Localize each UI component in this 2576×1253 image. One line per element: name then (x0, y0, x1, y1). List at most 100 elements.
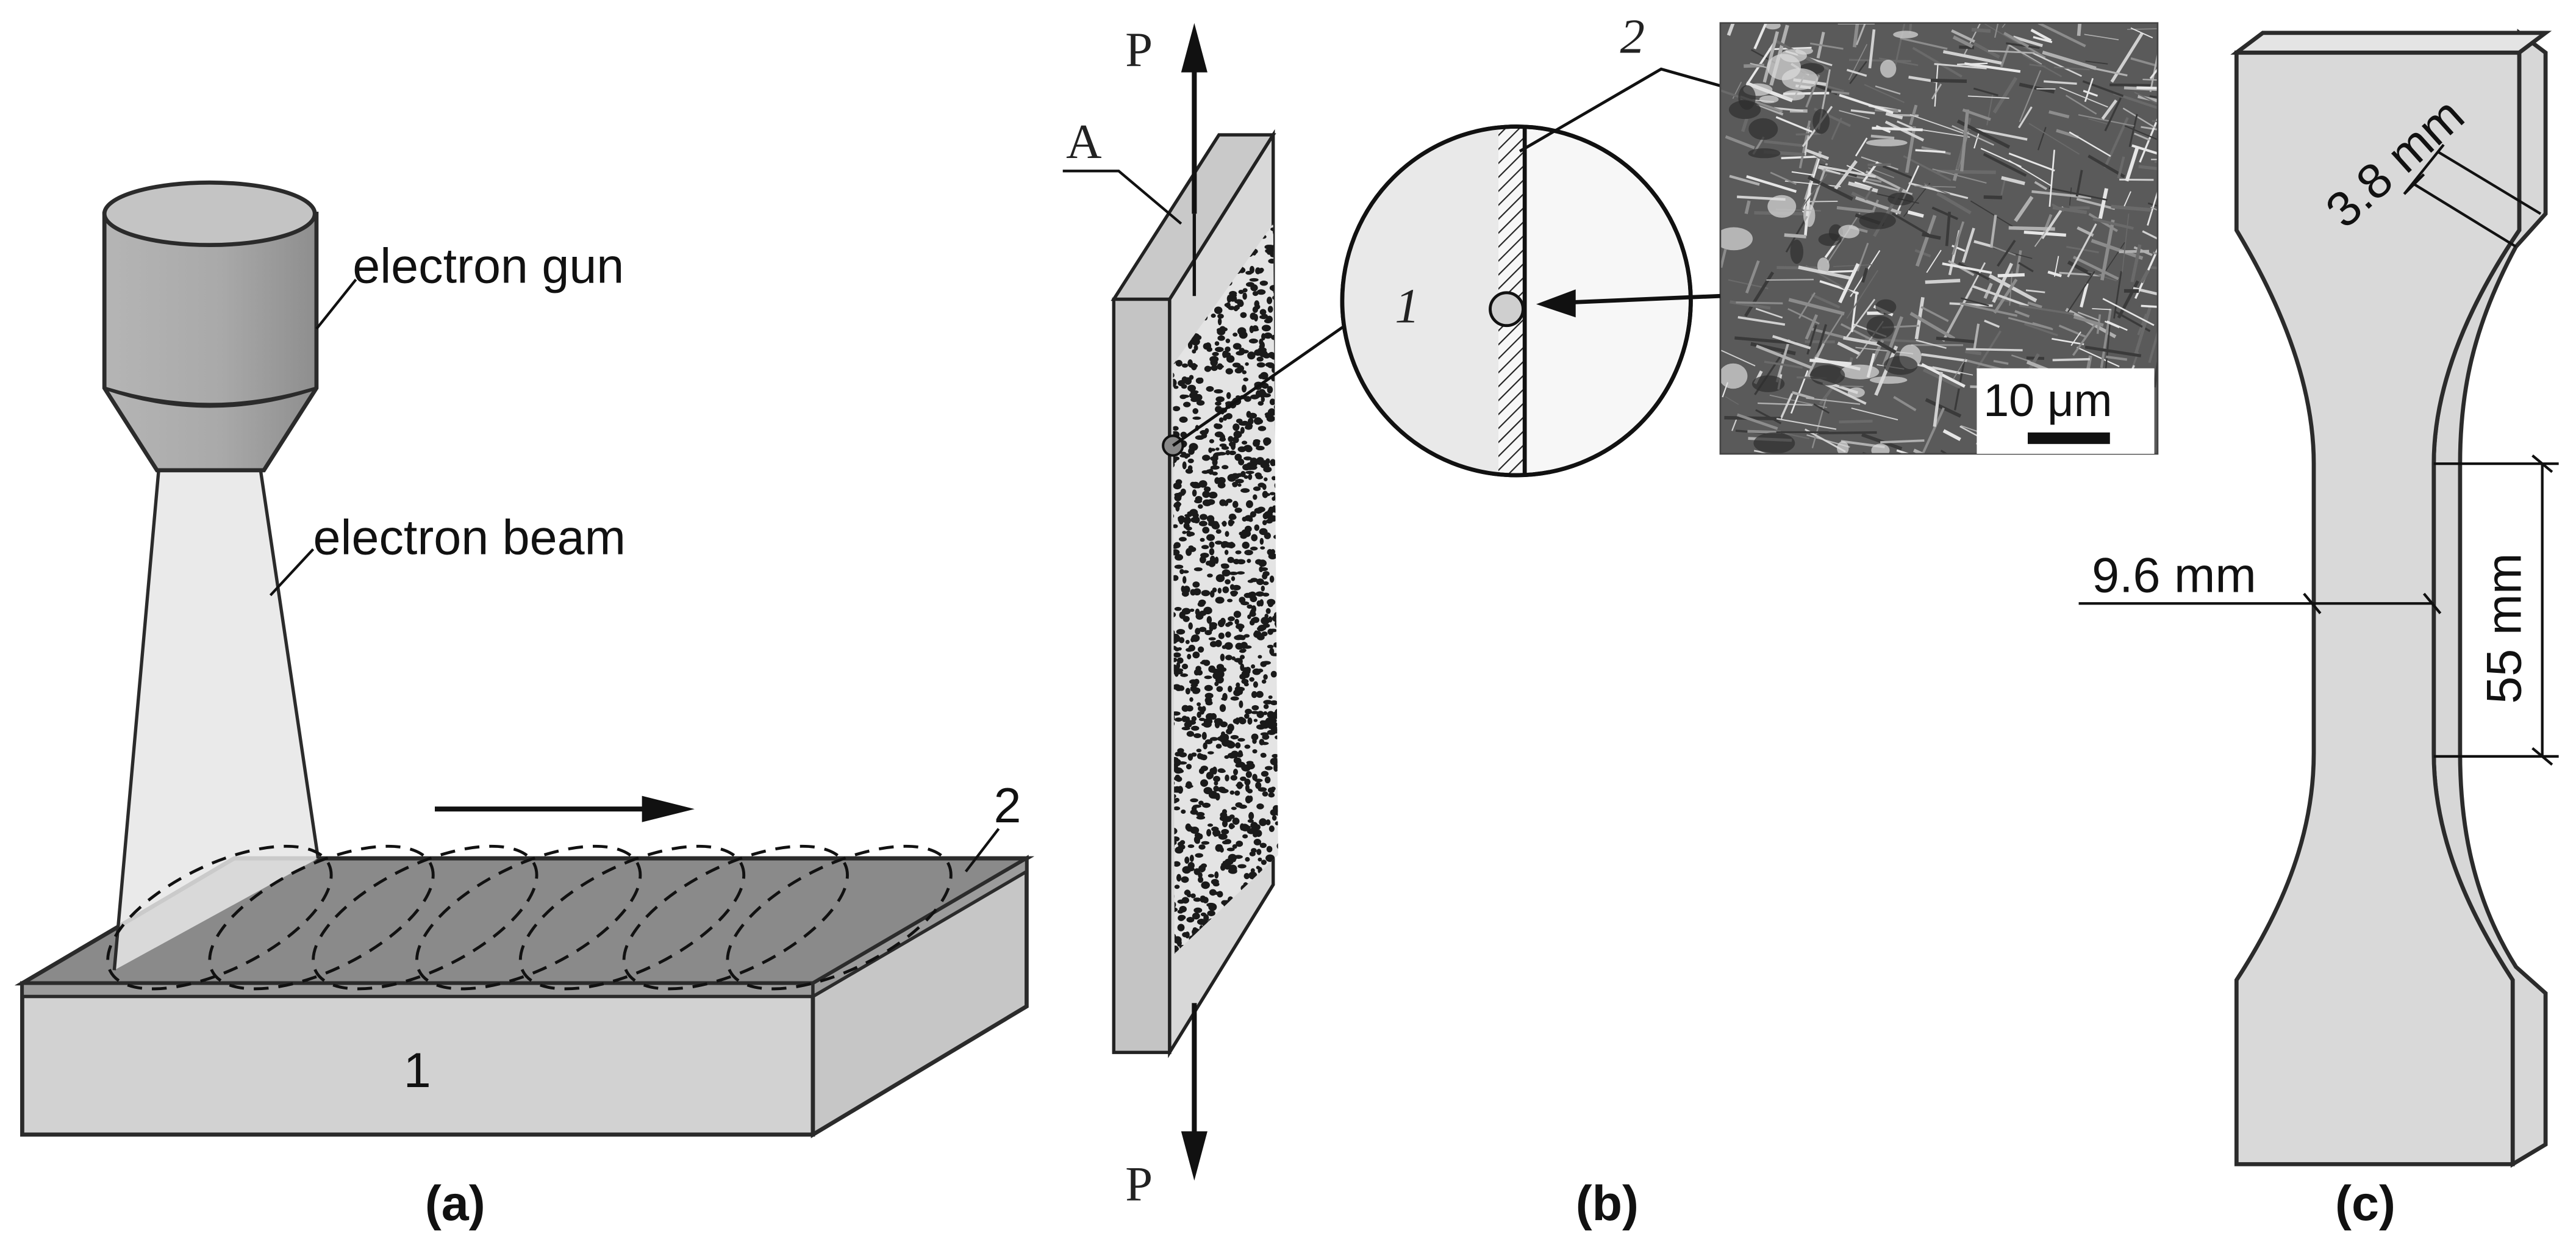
pore (1258, 857, 1262, 862)
pore (1187, 653, 1192, 659)
pore (1174, 606, 1182, 611)
pore (1212, 472, 1218, 476)
pore (1173, 379, 1177, 387)
pore (1254, 304, 1261, 310)
pore (1236, 752, 1243, 758)
sem-streak (1940, 450, 1948, 454)
pore (1180, 488, 1186, 495)
pore (1265, 819, 1271, 825)
pore (1265, 458, 1270, 464)
pore (1259, 280, 1268, 286)
pore (1195, 853, 1203, 858)
pore (1264, 766, 1273, 770)
pore (1214, 306, 1223, 314)
pore (1263, 704, 1269, 709)
pore (1275, 429, 1278, 433)
pore (1185, 688, 1190, 695)
pore (1244, 744, 1251, 749)
sem-streak (1856, 242, 1869, 272)
pore (1213, 829, 1217, 837)
sem-streak (1788, 298, 1845, 316)
sem-streak (1997, 273, 2025, 278)
pore (1247, 614, 1251, 619)
pore (1262, 734, 1270, 740)
pore (1236, 781, 1243, 789)
pore (1214, 341, 1220, 346)
dogbone-top-face (2230, 31, 2552, 55)
sem-streak (1838, 263, 1860, 304)
pore (1276, 241, 1278, 246)
pore (1181, 384, 1187, 389)
pore (1173, 426, 1179, 431)
pore (1267, 730, 1276, 735)
sem-streak (2128, 113, 2138, 148)
sem-streak (2023, 231, 2066, 237)
sem-streak (1787, 308, 1820, 325)
pore (1192, 651, 1200, 659)
sem-streak (2092, 308, 2111, 311)
sem-streak (1916, 339, 1947, 349)
pore (1244, 396, 1251, 402)
pore (1244, 934, 1253, 942)
pore (1237, 864, 1247, 869)
sem-streak (2106, 355, 2128, 361)
sem-streak (1827, 270, 1855, 273)
pore (1263, 314, 1268, 319)
pore (1248, 812, 1254, 820)
sem-streak (1836, 206, 1875, 214)
sem-streak (1934, 65, 1939, 107)
pore (1208, 491, 1218, 499)
sem-streak (2014, 195, 2034, 222)
pore (1212, 458, 1218, 467)
pore (1184, 514, 1192, 517)
pore (1240, 488, 1250, 493)
sem-streak (2027, 301, 2042, 309)
sem-streak (1970, 200, 2015, 228)
caption-b: (b) (1576, 1176, 1639, 1231)
sem-streak (1882, 316, 1904, 366)
pore (1182, 616, 1190, 622)
pore (1270, 914, 1276, 921)
pore (1204, 365, 1212, 372)
pore (1173, 936, 1182, 944)
pore (1181, 363, 1189, 368)
pore (1230, 696, 1239, 701)
crack-origin (1489, 291, 1525, 328)
sem-streak (1843, 336, 1884, 347)
pore (1225, 655, 1233, 661)
pore (1206, 469, 1214, 474)
sem-facet (1880, 59, 1897, 78)
sem-streak (1945, 211, 1951, 246)
pore (1265, 854, 1275, 863)
pore (1279, 526, 1286, 533)
pore (1280, 613, 1286, 617)
pore (1245, 500, 1253, 508)
pore (1256, 634, 1265, 641)
pore (1264, 477, 1268, 481)
sem-streak (2075, 170, 2083, 197)
pore (1272, 927, 1278, 934)
sem-streak (2067, 260, 2092, 276)
pore (1219, 788, 1229, 794)
pore (1223, 415, 1228, 421)
pore (1244, 713, 1250, 719)
sem-streak (2138, 165, 2158, 170)
gauge-length-label: 55 mm (2477, 553, 2532, 704)
pore (1198, 520, 1208, 526)
pore (1224, 642, 1233, 650)
pore (1228, 519, 1234, 526)
sem-streak (2077, 311, 2100, 321)
sem-streak (2090, 66, 2128, 77)
pore (1234, 367, 1243, 374)
pore (1276, 536, 1278, 541)
pore (1276, 253, 1278, 259)
pore (1254, 524, 1260, 531)
pore (1226, 355, 1235, 363)
pore (1224, 303, 1229, 307)
pore (1247, 580, 1254, 583)
pore (1249, 851, 1256, 856)
sem-streak (1811, 293, 1841, 309)
pore (1208, 447, 1212, 453)
pore (1181, 876, 1189, 883)
pore (1198, 876, 1204, 883)
